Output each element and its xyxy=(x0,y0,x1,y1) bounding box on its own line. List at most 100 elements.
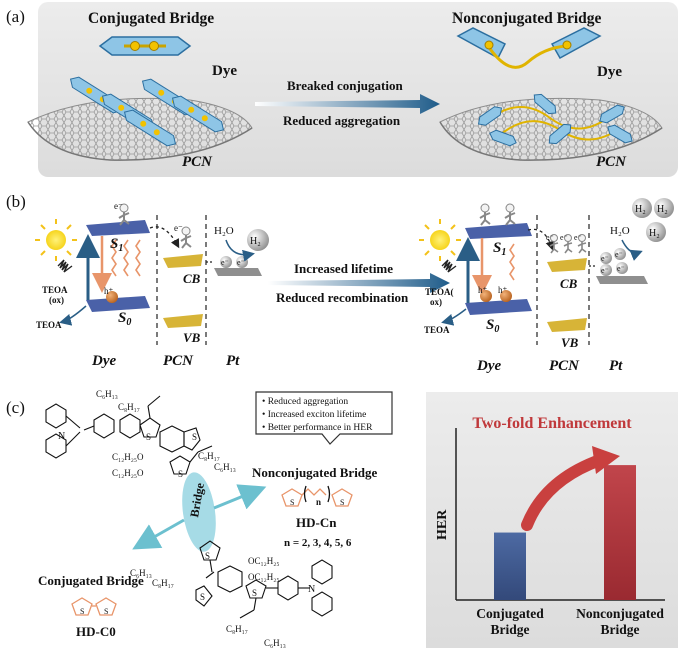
hole-label-left: h⁺ xyxy=(104,286,114,296)
cb-level-right xyxy=(547,258,587,272)
s1-label-left: S1 xyxy=(110,236,123,254)
sun-icon-right xyxy=(419,219,461,261)
panel-a: (a) Conjugated Bridge Nonconjugated Brid… xyxy=(6,2,678,177)
light-wave-right xyxy=(441,259,457,273)
pt-plate-right xyxy=(596,276,648,284)
breaked-conjugation-label: Breaked conjugation xyxy=(287,78,403,93)
s-atom-bottom-1: S xyxy=(205,551,210,561)
pt-electron-r2 xyxy=(614,248,626,260)
nonconjugated-bridge-label: Nonconjugated Bridge xyxy=(252,465,378,480)
h2-bubble-r1 xyxy=(632,198,652,218)
oc12h25-bottom-1: OC₁₂H₂₅ xyxy=(248,556,280,566)
h2-label-left: H₂ xyxy=(250,236,261,247)
teoa-ox-label-left: TEOA(ox) xyxy=(42,285,68,305)
benefits-callout: • Reduced aggregation • Increased excito… xyxy=(255,391,393,445)
benefit-3: • Better performance in HER xyxy=(262,422,373,433)
s1-level-left xyxy=(86,220,150,236)
electron-transfer-left xyxy=(149,226,180,249)
h2-label-r1: H₂ xyxy=(635,204,646,215)
panel-c-tag: (c) xyxy=(6,398,25,417)
right-energy-diagram: S1 h⁺ h⁺ S0 TEOA(ox) TEOA CB e⁻ e⁻ e⁻ VB xyxy=(419,198,674,374)
panel-a-arrow xyxy=(255,94,440,114)
s-atom-top-3: S xyxy=(192,432,197,442)
s-atom-top-1: S xyxy=(146,432,151,442)
c8h17-bottom-2: C₈H₁₇ xyxy=(226,624,248,634)
pt-electron-r4 xyxy=(616,262,628,274)
s-hdc0-2: S xyxy=(104,607,108,616)
panel-b: (b) e⁻ xyxy=(6,192,674,374)
cb-e-label-2: e⁻ xyxy=(560,233,568,242)
teoa-arrow-left xyxy=(59,305,87,326)
hdcn-label: HD-Cn xyxy=(296,515,337,530)
vb-label-right: VB xyxy=(561,335,579,350)
c6h13-bottom-2: C₆H₁₃ xyxy=(264,638,286,648)
bridge-to-nonconj-arrow xyxy=(213,484,267,510)
pcn-axis-right: PCN xyxy=(549,358,580,374)
panel-c: (c) • Reduced aggregation • Increased ex… xyxy=(6,389,678,648)
reduced-aggregation-label: Reduced aggregation xyxy=(283,113,401,128)
teoa-label-right: TEOA xyxy=(424,325,450,335)
h2-bubble-r3 xyxy=(646,222,666,242)
panel-a-tag: (a) xyxy=(6,7,25,26)
wavy-arrow-1 xyxy=(111,239,117,277)
conjugated-bridge-label: Conjugated Bridge xyxy=(38,573,144,588)
cb-label-right: CB xyxy=(560,276,578,291)
vb-label-left: VB xyxy=(183,330,201,345)
electron-runner-right-2 xyxy=(504,203,516,226)
h2-label-r2: H₂ xyxy=(657,204,668,215)
bar-nonconjugated xyxy=(604,465,636,600)
teoa-arrow-right xyxy=(441,308,467,326)
hole-label-right-1: h⁺ xyxy=(478,285,488,295)
s0-label-left: S0 xyxy=(118,310,131,328)
wavy-arrow-right xyxy=(509,243,515,281)
c12h25o-top-1: C₁₂H₂₅O xyxy=(112,452,144,462)
nonconjugated-bridge-title: Nonconjugated Bridge xyxy=(452,10,602,27)
electron-transfer-right xyxy=(527,228,555,251)
category-label-0-1: Bridge xyxy=(491,622,530,637)
vb-level-left xyxy=(163,314,203,328)
s1-label-right: S1 xyxy=(493,240,506,258)
pt-e-label-2: e⁻ xyxy=(237,258,245,267)
left-energy-diagram: e⁻ S1 h⁺ S0 TEOA(ox) TEOA CB e⁻ VB xyxy=(35,201,269,369)
n-atom-top: N xyxy=(58,431,65,442)
cb-label-left: CB xyxy=(183,271,201,286)
vb-level-right xyxy=(547,318,587,332)
pcn-label-left: PCN xyxy=(182,154,213,170)
s-atom-bottom-2: S xyxy=(200,592,205,602)
pcn-label-right: PCN xyxy=(596,154,627,170)
pt-e-label-r4: e⁻ xyxy=(617,264,625,273)
pt-electron-r1 xyxy=(600,252,612,264)
c6h13-top-2: C₆H₁₃ xyxy=(214,462,236,472)
category-label-0-0: Conjugated xyxy=(476,606,544,621)
category-label-1-0: Nonconjugated xyxy=(576,606,664,621)
hole-left xyxy=(106,291,118,303)
wavy-arrow-2 xyxy=(123,239,129,277)
wavy-arrow-3 xyxy=(135,239,141,277)
cb-electrons-right xyxy=(549,234,587,254)
s-hdcn-1: S xyxy=(290,498,294,507)
h2-bubble-r2 xyxy=(654,198,674,218)
s0-level-right xyxy=(465,299,532,315)
h2-arrow-left xyxy=(225,239,255,262)
h2-bubble-left xyxy=(247,229,269,251)
h2-label-r3: H₂ xyxy=(649,228,660,239)
cb-e-label-3: e⁻ xyxy=(574,233,582,242)
electron-label-cb-left: e⁻ xyxy=(174,223,183,233)
dye-label-left: Dye xyxy=(212,63,237,79)
c8h17-bottom-1: C₈H₁₇ xyxy=(152,578,174,588)
benefit-2: • Increased exciton lifetime xyxy=(262,409,366,420)
hdc0-structure xyxy=(71,597,117,616)
teoa-label-left: TEOA xyxy=(36,320,62,330)
pcn-axis-left: PCN xyxy=(163,353,194,369)
chart-title: Two-fold Enhancement xyxy=(472,415,632,432)
c8h17-top: C₈H₁₇ xyxy=(118,402,140,412)
s0-label-right: S0 xyxy=(486,317,499,335)
conjugated-bridge-title: Conjugated Bridge xyxy=(88,10,214,27)
n-subscript: n xyxy=(316,497,321,507)
pt-e-label-1: e⁻ xyxy=(221,258,229,267)
nonconjugated-dye-icon xyxy=(456,27,602,69)
benefit-1: • Reduced aggregation xyxy=(262,397,348,407)
cb-level-left xyxy=(163,254,203,268)
